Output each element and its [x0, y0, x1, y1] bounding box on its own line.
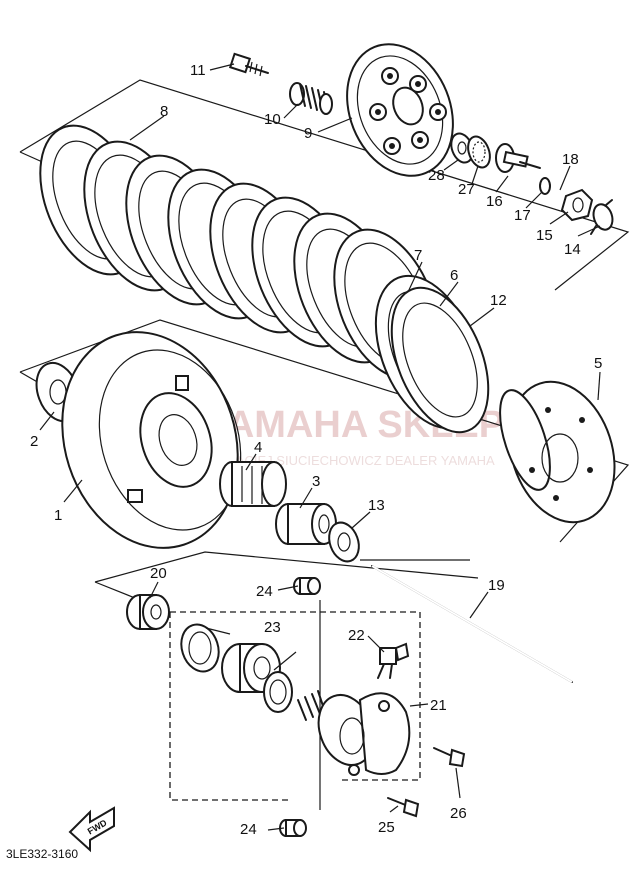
part-clutch-housing [61, 331, 242, 549]
callout-12: 12 [490, 292, 507, 309]
callout-23: 23 [264, 619, 281, 636]
watermark-dealer: MACIEJ SIUCIECHOWICZ DEALER YAMAHA [225, 453, 495, 468]
callout-3: 3 [312, 473, 320, 490]
part-slave-cylinder [317, 692, 411, 776]
callout-18: 18 [562, 151, 579, 168]
part-bolt [228, 52, 269, 77]
callout-24-lower: 24 [240, 821, 257, 838]
part-code: 3LE332-3160 [6, 847, 78, 861]
part-push-rod [371, 565, 573, 683]
part-dowel-pin-upper [293, 577, 321, 595]
callout-11: 11 [190, 62, 206, 79]
leader-lines [39, 63, 601, 831]
part-seal-kit [180, 623, 293, 713]
part-bleed-screw [377, 642, 410, 679]
part-washer-13 [328, 521, 360, 563]
callout-5: 5 [594, 355, 602, 372]
callout-17: 17 [514, 207, 531, 224]
part-push-piece [495, 143, 541, 173]
callout-22: 22 [348, 627, 365, 644]
callout-8: 8 [160, 103, 168, 120]
part-bearing-27 [467, 135, 491, 169]
part-release-spring [297, 690, 325, 721]
part-pressure-plate [346, 43, 454, 177]
callout-27: 27 [458, 181, 475, 198]
callout-10: 10 [264, 111, 281, 128]
callout-28: 28 [428, 167, 445, 184]
callout-6: 6 [450, 267, 458, 284]
part-ring-17 [539, 177, 551, 195]
callout-1: 1 [54, 507, 62, 524]
part-washer-28 [450, 132, 474, 164]
callout-4: 4 [254, 439, 262, 456]
part-spacer [275, 503, 337, 545]
callout-15: 15 [536, 227, 553, 244]
part-clutch-boss [499, 380, 616, 524]
callout-14: 14 [564, 241, 581, 258]
part-needle-bearing [219, 461, 287, 507]
callout-25: 25 [378, 819, 395, 836]
callout-20: 20 [150, 565, 167, 582]
part-dowel-pin-lower [279, 819, 307, 837]
callout-21: 21 [430, 697, 447, 714]
callout-13: 13 [368, 497, 385, 514]
part-nut [560, 188, 594, 222]
callout-7: 7 [414, 247, 422, 264]
callout-16: 16 [486, 193, 503, 210]
friction-plate-12 [390, 286, 490, 434]
part-oil-seal [126, 594, 170, 630]
sub-assembly-box [169, 600, 421, 810]
part-bolt-26 [433, 747, 466, 768]
part-bolt-25 [387, 797, 420, 818]
part-spring [289, 82, 333, 115]
fwd-arrow: FWD [68, 806, 115, 853]
part-lock-washer [590, 199, 614, 235]
callout-24-upper: 24 [256, 583, 273, 600]
clutch-plate-stack [39, 124, 490, 434]
callout-19: 19 [488, 577, 505, 594]
callout-2: 2 [30, 433, 38, 450]
callout-labels: 11 10 9 8 28 27 16 17 18 15 14 7 6 12 5 … [30, 62, 602, 838]
callout-9: 9 [304, 125, 312, 142]
callout-26: 26 [450, 805, 467, 822]
